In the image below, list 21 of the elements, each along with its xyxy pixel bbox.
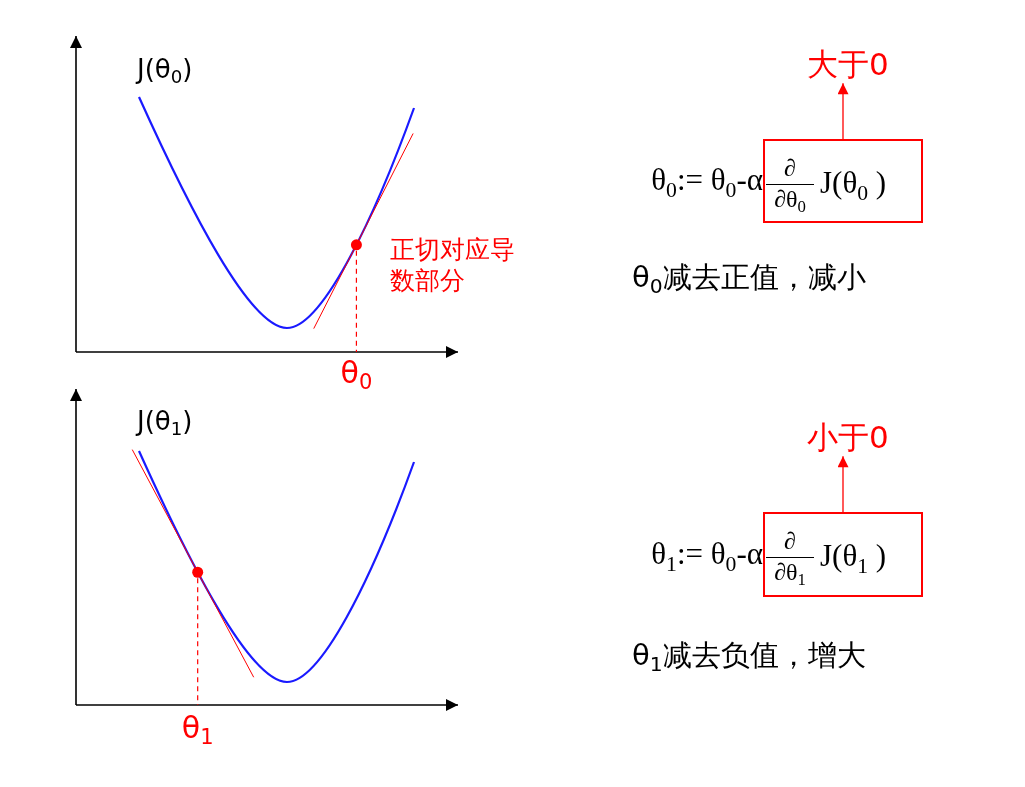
highlight-box bbox=[763, 512, 923, 597]
formula-term: J(θ$_{0}$ ) bbox=[820, 165, 887, 201]
highlight-box bbox=[763, 139, 923, 223]
sign-label: 大于0 bbox=[807, 46, 889, 84]
curve-label: J(θ$_{1}$) bbox=[137, 406, 193, 438]
formula-term: J(θ$_{1}$ ) bbox=[820, 538, 887, 574]
fraction-denominator: ∂θ$_{1}$ bbox=[773, 558, 807, 586]
formula-text: θ$_{0}$:= θ$_{0}$-α bbox=[651, 161, 763, 199]
explanation-text: θ$_{1}$减去负值，增大 bbox=[632, 638, 866, 673]
fraction-numerator: ∂ bbox=[783, 154, 797, 183]
axis-label: θ$_{1}$ bbox=[181, 710, 214, 746]
axis-label: θ$_{0}$ bbox=[340, 355, 373, 391]
curve-label: J(θ$_{0}$) bbox=[137, 54, 193, 86]
formula-text: θ$_{1}$:= θ$_{0}$-α bbox=[651, 535, 763, 573]
fraction-numerator: ∂ bbox=[783, 527, 797, 556]
fraction-denominator: ∂θ$_{0}$ bbox=[773, 185, 807, 213]
explanation-text: θ$_{0}$减去正值，减小 bbox=[632, 260, 866, 295]
sign-label: 小于0 bbox=[807, 419, 889, 457]
annotation-text: 正切对应导数部分 bbox=[390, 234, 516, 297]
arrow bbox=[837, 82, 849, 140]
arrow bbox=[837, 455, 849, 513]
